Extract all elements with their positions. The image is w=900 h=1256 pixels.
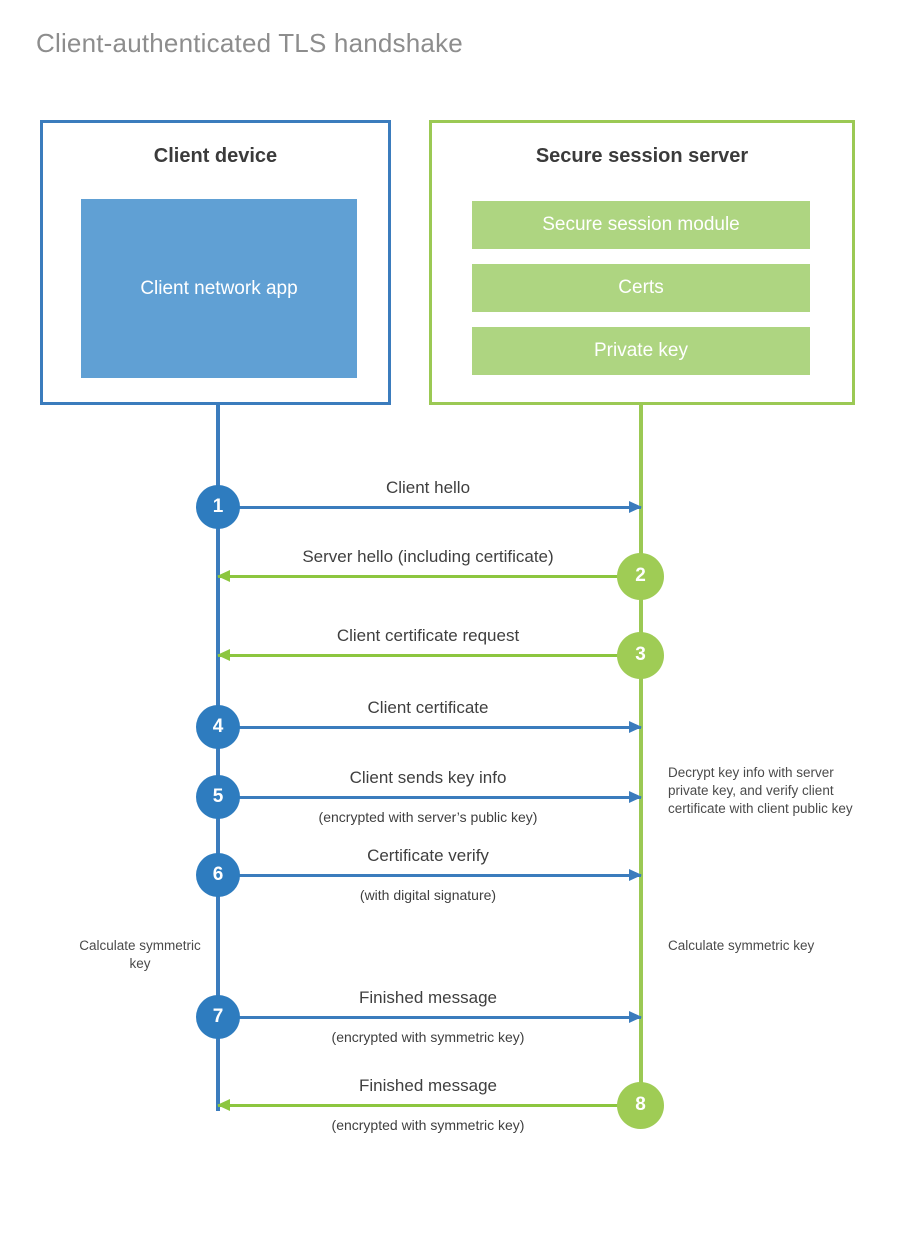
arrow-head-icon	[629, 791, 642, 803]
step-circle-7: 7	[196, 995, 240, 1039]
annotation-client-calculate-symmetric-key: Calculate symmetric key	[79, 938, 201, 971]
client-device-title: Client device	[153, 145, 278, 167]
message-arrow-8	[217, 1099, 641, 1111]
message-arrow-1	[218, 501, 642, 513]
arrow-head-icon	[217, 570, 230, 582]
server-component-secure-session-module: Secure session module	[472, 201, 810, 249]
arrow-head-icon	[629, 1011, 642, 1023]
step-circle-1: 1	[196, 485, 240, 529]
annotation-server-calculate-symmetric-key: Calculate symmetric key	[668, 938, 815, 953]
arrow-head-icon	[629, 501, 642, 513]
step-circle-6: 6	[196, 853, 240, 897]
message-label-2: Server hello (including certificate)	[302, 547, 554, 566]
message-label-8: Finished message	[359, 1076, 497, 1095]
step-circle-3: 3	[617, 631, 664, 679]
page-title: Client-authenticated TLS handshake	[36, 28, 463, 58]
step-circle-8: 8	[617, 1081, 664, 1129]
message-arrow-2	[217, 570, 641, 582]
step-circle-4: 4	[196, 705, 240, 749]
arrow-head-icon	[217, 1099, 230, 1111]
message-label-6: Certificate verify	[367, 846, 489, 865]
client-lifeline	[216, 404, 220, 1111]
message-sublabel-6: (with digital signature)	[359, 887, 497, 903]
arrow-head-icon	[629, 869, 642, 881]
message-label-1: Client hello	[385, 478, 471, 497]
step-circle-5: 5	[196, 775, 240, 819]
message-sublabel-7: (encrypted with symmetric key)	[331, 1029, 525, 1045]
secure-session-server-title: Secure session server	[535, 145, 749, 167]
message-label-4: Client certificate	[367, 698, 489, 717]
message-arrow-5	[218, 791, 642, 803]
message-label-5: Client sends key info	[349, 768, 507, 787]
message-arrow-4	[218, 721, 642, 733]
message-sublabel-5: (encrypted with server’s public key)	[318, 809, 538, 825]
server-component-certs: Certs	[472, 264, 810, 312]
message-arrow-3	[217, 649, 641, 661]
message-arrow-6	[218, 869, 642, 881]
secure-session-server-box: Secure session server Secure session mod…	[429, 120, 855, 405]
message-label-7: Finished message	[359, 988, 497, 1007]
message-arrow-7	[218, 1011, 642, 1023]
client-device-box: Client device Client network app	[40, 120, 391, 405]
server-component-private-key: Private key	[472, 327, 810, 375]
client-network-app-block: Client network app	[81, 199, 357, 378]
step-circle-2: 2	[617, 552, 664, 600]
message-label-3: Client certificate request	[336, 626, 520, 645]
arrow-head-icon	[217, 649, 230, 661]
server-lifeline	[639, 404, 643, 1105]
annotation-server-decrypt: Decrypt key info with server private key…	[668, 765, 853, 816]
message-sublabel-8: (encrypted with symmetric key)	[331, 1117, 525, 1133]
arrow-head-icon	[629, 721, 642, 733]
